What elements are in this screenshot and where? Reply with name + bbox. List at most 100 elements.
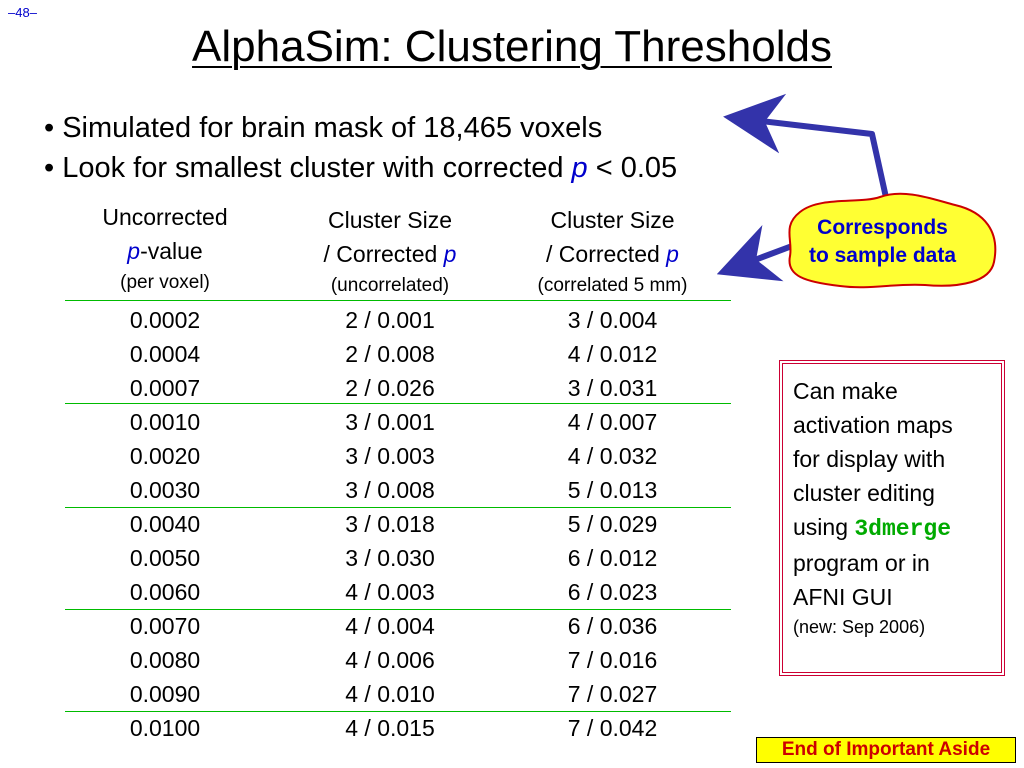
header-line: / Corrected p xyxy=(505,237,720,271)
header-note: (correlated 5 mm) xyxy=(537,275,688,296)
cell-uncorrelated: 3 / 0.018 xyxy=(345,511,435,537)
cell-uncorrected-p: 0.0080 xyxy=(129,647,201,673)
table-row: 0.0004 2 / 0.008 4 / 0.012 xyxy=(65,337,731,371)
callout-line: Corresponds xyxy=(817,216,948,239)
cell-correlated: 6 / 0.012 xyxy=(567,545,658,571)
cell-uncorrelated: 3 / 0.003 xyxy=(345,443,435,469)
cell-uncorrected-p: 0.0007 xyxy=(129,375,201,401)
bullet-list: • Simulated for brain mask of 18,465 vox… xyxy=(44,108,677,188)
bullet-text-post: < 0.05 xyxy=(587,152,678,184)
bullet-item-cluster: • Look for smallest cluster with correct… xyxy=(44,148,677,188)
note-line: using 3dmerge xyxy=(793,510,991,546)
slide-number: –48– xyxy=(8,5,37,20)
callout-label: Corresponds to sample data xyxy=(785,214,980,270)
header-text: -value xyxy=(140,238,203,264)
cell-uncorrelated: 4 / 0.006 xyxy=(345,647,435,673)
cell-correlated: 3 / 0.031 xyxy=(567,375,658,401)
header-line: Cluster Size xyxy=(550,207,675,233)
note-line: Can make xyxy=(793,378,898,404)
cell-uncorrelated: 4 / 0.015 xyxy=(345,715,435,741)
cell-correlated: 7 / 0.016 xyxy=(567,647,658,673)
cell-correlated: 5 / 0.013 xyxy=(567,477,658,503)
header-line: Cluster Size xyxy=(328,207,452,233)
table-rule-header xyxy=(65,300,731,301)
table-row: 0.0060 4 / 0.003 6 / 0.023 xyxy=(65,575,731,609)
header-line: p-value xyxy=(65,234,265,268)
cell-correlated: 4 / 0.007 xyxy=(567,409,658,435)
table-rule xyxy=(65,507,731,508)
note-line: activation maps xyxy=(793,412,953,438)
cell-correlated: 4 / 0.032 xyxy=(567,443,658,469)
cell-uncorrected-p: 0.0090 xyxy=(129,681,201,707)
header-note: (per voxel) xyxy=(120,272,210,293)
cell-uncorrected-p: 0.0060 xyxy=(129,579,201,605)
callout-blob xyxy=(788,192,997,289)
table-row: 0.0020 3 / 0.003 4 / 0.032 xyxy=(65,439,731,473)
table-row: 0.0010 3 / 0.001 4 / 0.007 xyxy=(65,405,731,439)
note-line: for display with xyxy=(793,446,946,472)
bullet-text-pre: Look for smallest cluster with corrected xyxy=(62,152,572,184)
program-name: 3dmerge xyxy=(854,516,951,542)
bullet-marker: • xyxy=(44,112,55,144)
cell-uncorrelated: 2 / 0.026 xyxy=(345,375,435,401)
table-row: 0.0100 4 / 0.015 7 / 0.042 xyxy=(65,711,731,745)
header-p: p xyxy=(443,241,457,267)
cell-uncorrelated: 4 / 0.010 xyxy=(345,681,435,707)
cell-uncorrelated: 2 / 0.001 xyxy=(345,307,435,333)
bullet-text-p: p xyxy=(571,152,588,184)
cell-uncorrected-p: 0.0050 xyxy=(129,545,201,571)
note-box: Can make activation maps for display wit… xyxy=(779,360,1005,676)
callout-line: to sample data xyxy=(808,244,957,267)
cell-uncorrelated: 3 / 0.008 xyxy=(345,477,435,503)
cell-uncorrelated: 3 / 0.001 xyxy=(345,409,435,435)
cell-uncorrelated: 4 / 0.003 xyxy=(345,579,435,605)
header-text: / Corrected xyxy=(546,241,667,267)
table-row: 0.0040 3 / 0.018 5 / 0.029 xyxy=(65,507,731,541)
column-header-correlated: Cluster Size / Corrected p (correlated 5… xyxy=(505,203,720,301)
table-rule xyxy=(65,711,731,712)
cell-correlated: 6 / 0.023 xyxy=(567,579,658,605)
table-row: 0.0080 4 / 0.006 7 / 0.016 xyxy=(65,643,731,677)
cell-uncorrected-p: 0.0100 xyxy=(129,715,201,741)
note-text: Can make activation maps for display wit… xyxy=(793,374,991,640)
cell-uncorrected-p: 0.0030 xyxy=(129,477,201,503)
note-text-pre: using xyxy=(793,514,855,540)
header-line: / Corrected p xyxy=(290,237,490,271)
note-date: (new: Sep 2006) xyxy=(793,617,926,637)
cell-uncorrected-p: 0.0002 xyxy=(129,307,201,333)
header-line: Uncorrected xyxy=(102,204,228,230)
bullet-item-mask: • Simulated for brain mask of 18,465 vox… xyxy=(44,108,677,148)
cell-uncorrected-p: 0.0070 xyxy=(129,613,201,639)
note-line: cluster editing xyxy=(793,480,935,506)
arrow-to-bullet xyxy=(723,93,890,203)
cell-uncorrected-p: 0.0004 xyxy=(129,341,201,367)
cell-uncorrected-p: 0.0010 xyxy=(129,409,201,435)
header-text: / Corrected xyxy=(323,241,444,267)
cell-uncorrelated: 3 / 0.030 xyxy=(345,545,435,571)
column-header-uncorrected: Uncorrected p-value (per voxel) xyxy=(65,200,265,298)
table-row: 0.0007 2 / 0.026 3 / 0.031 xyxy=(65,371,731,405)
cell-correlated: 7 / 0.027 xyxy=(567,681,658,707)
header-p: p xyxy=(127,238,141,264)
cell-correlated: 5 / 0.029 xyxy=(567,511,658,537)
cell-uncorrelated: 2 / 0.008 xyxy=(345,341,435,367)
table-row: 0.0030 3 / 0.008 5 / 0.013 xyxy=(65,473,731,507)
bullet-text: Simulated for brain mask of 18,465 voxel… xyxy=(62,112,603,144)
cell-correlated: 7 / 0.042 xyxy=(567,715,658,741)
header-p: p xyxy=(666,241,679,267)
slide-title: AlphaSim: Clustering Thresholds xyxy=(192,22,832,71)
header-note: (uncorrelated) xyxy=(330,275,450,296)
end-aside-badge: End of Important Aside xyxy=(756,737,1016,763)
arrow-to-column xyxy=(716,225,802,282)
bullet-marker: • xyxy=(44,152,55,184)
cell-uncorrected-p: 0.0020 xyxy=(129,443,201,469)
column-header-uncorrelated: Cluster Size / Corrected p (uncorrelated… xyxy=(290,203,490,301)
table-row: 0.0050 3 / 0.030 6 / 0.012 xyxy=(65,541,731,575)
cell-correlated: 6 / 0.036 xyxy=(567,613,658,639)
cell-uncorrected-p: 0.0040 xyxy=(129,511,201,537)
cell-correlated: 4 / 0.012 xyxy=(567,341,658,367)
note-line: AFNI GUI xyxy=(793,584,893,610)
